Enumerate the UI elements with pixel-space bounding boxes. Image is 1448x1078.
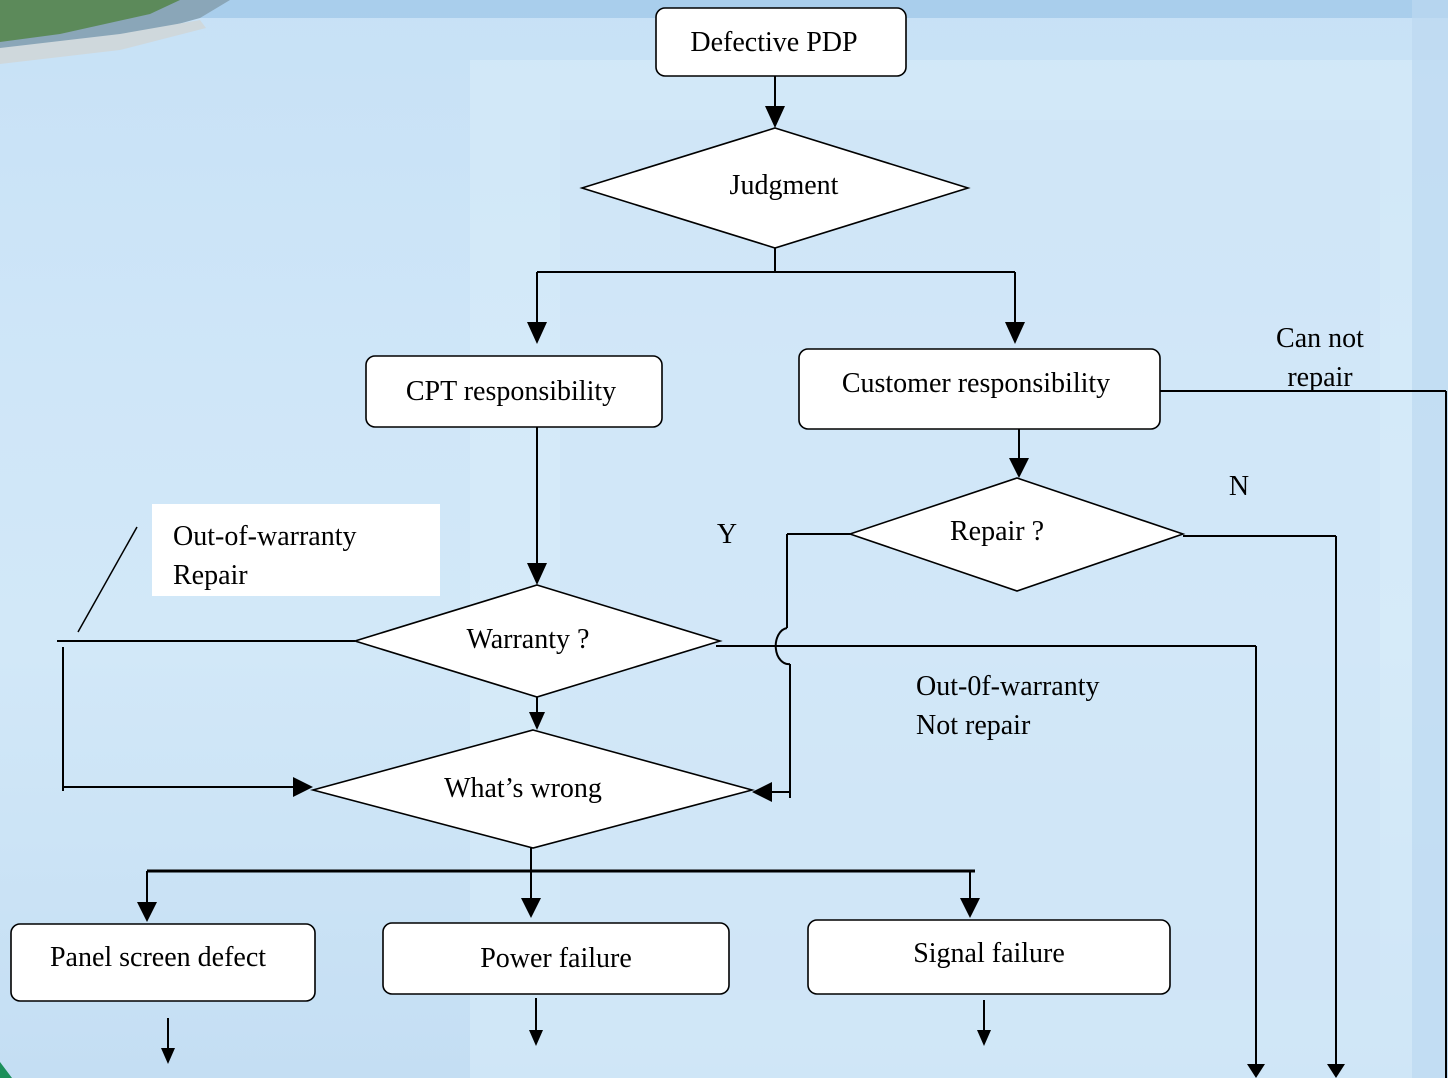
can-not-repair-label-1: Can not [1276,323,1364,354]
y-branch-hop [774,627,791,666]
arrowhead-repair [1009,458,1029,478]
arrowhead-cpt [527,322,547,344]
out-of-warranty-not-repair-label-2: Not repair [916,710,1031,741]
repair-diamond [847,477,1186,592]
defective-pdp-box [655,7,907,77]
panel-screen-defect-box [10,923,316,1002]
arrowhead-y-to-whats-wrong [752,782,772,802]
arrowhead-whats-wrong [529,712,545,730]
out-of-warranty-repair-box [152,504,440,596]
judgment-label: Judgment [730,170,839,201]
arrowhead-judgment [765,106,785,128]
arrowhead-n-out [1327,1064,1345,1078]
out-of-warranty-repair-label-2: Repair [173,560,248,591]
defective-pdp-label: Defective PDP [690,27,857,58]
arrowhead-signal [960,898,980,918]
n-label: N [1229,471,1249,502]
y-label: Y [717,519,737,550]
arrowhead-customer [1005,322,1025,344]
arrowhead-warranty-out [1247,1064,1265,1078]
out-of-warranty-repair-label-1: Out-of-warranty [173,521,356,552]
arrowhead-panel [137,902,157,922]
repair-label: Repair ? [950,516,1044,547]
power-failure-box [382,922,730,995]
whats-wrong-diamond [309,729,756,849]
signal-failure-box [807,919,1171,995]
customer-responsibility-label: Customer responsibility [842,368,1110,399]
arrowhead-warranty [527,563,547,585]
out-of-warranty-callout-line [77,526,138,633]
can-not-repair-label-2: repair [1287,362,1353,393]
arrowhead-power-out [529,1030,543,1046]
warranty-label: Warranty ? [467,624,590,655]
arrowhead-left-to-whats-wrong [293,777,313,797]
cpt-responsibility-label: CPT responsibility [406,376,616,407]
out-of-warranty-not-repair-label-1: Out-0f-warranty [916,671,1099,702]
power-failure-label: Power failure [480,943,632,974]
arrowhead-power [521,898,541,918]
cpt-responsibility-box [365,355,663,428]
whats-wrong-label: What’s wrong [444,773,602,804]
arrowhead-panel-out [161,1048,175,1064]
arrowhead-signal-out [977,1030,991,1046]
panel-screen-defect-label: Panel screen defect [50,942,266,973]
signal-failure-label: Signal failure [913,938,1065,969]
customer-responsibility-box [798,348,1161,430]
